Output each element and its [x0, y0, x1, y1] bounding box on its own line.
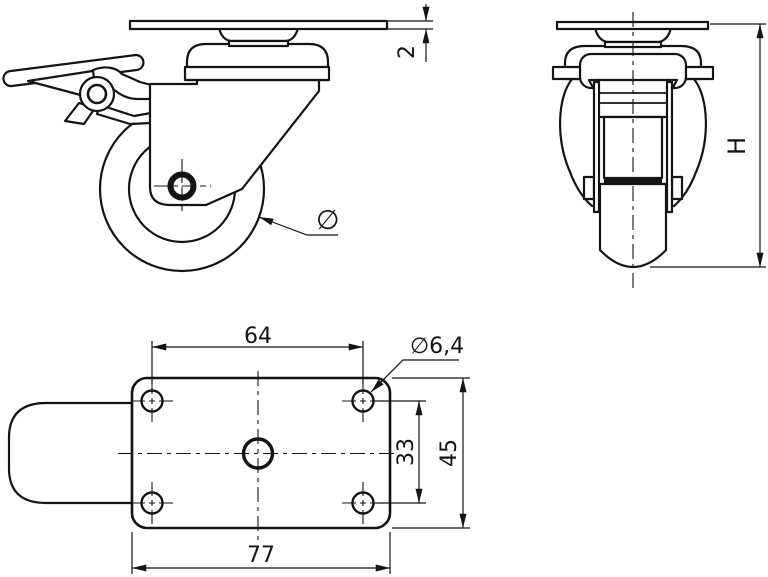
dimension-bolt-hole-diameter: ∅6,4: [370, 334, 464, 393]
dimension-plate-depth: 45: [392, 377, 470, 529]
dimension-wheel-diameter: ∅: [258, 205, 340, 236]
dimension-plate-width: 77: [131, 532, 391, 574]
dimension-bolt-spacing-width: 64: [151, 324, 364, 384]
front-collar-tab-left: [551, 65, 582, 81]
wheel-diameter-symbol: ∅: [316, 205, 340, 236]
side-swivel-collar: [183, 65, 331, 82]
bolt-spacing-width-value: 64: [244, 324, 272, 349]
front-axle-tab-right: [670, 175, 684, 201]
dimension-overall-height: H: [650, 23, 766, 268]
overall-height-value: H: [723, 137, 751, 155]
bottom-view: 64 ∅6,4 33 45 77: [7, 324, 470, 574]
bolt-hole-diameter-value: ∅6,4: [410, 334, 464, 359]
front-collar-tab-right: [684, 65, 715, 81]
side-view: 2 ∅: [2, 4, 433, 273]
front-fork-leg-left: [592, 80, 601, 214]
front-view: H: [551, 12, 766, 290]
plate-width-value: 77: [247, 543, 275, 568]
bolt-spacing-depth-value: 33: [394, 438, 419, 466]
brake-pivot-pin: [86, 83, 108, 105]
bottom-wheel: [7, 401, 134, 505]
front-fork-leg-right: [665, 80, 674, 214]
front-axle-tab-left: [582, 175, 596, 201]
plate-depth-value: 45: [437, 439, 462, 467]
plate-thickness-value: 2: [395, 45, 420, 59]
dimension-bolt-spacing-depth: 33: [375, 400, 426, 504]
side-swivel-neck-ring: [227, 39, 290, 48]
dimension-plate-thickness: 2: [387, 4, 433, 62]
side-mounting-plate: [128, 19, 389, 31]
